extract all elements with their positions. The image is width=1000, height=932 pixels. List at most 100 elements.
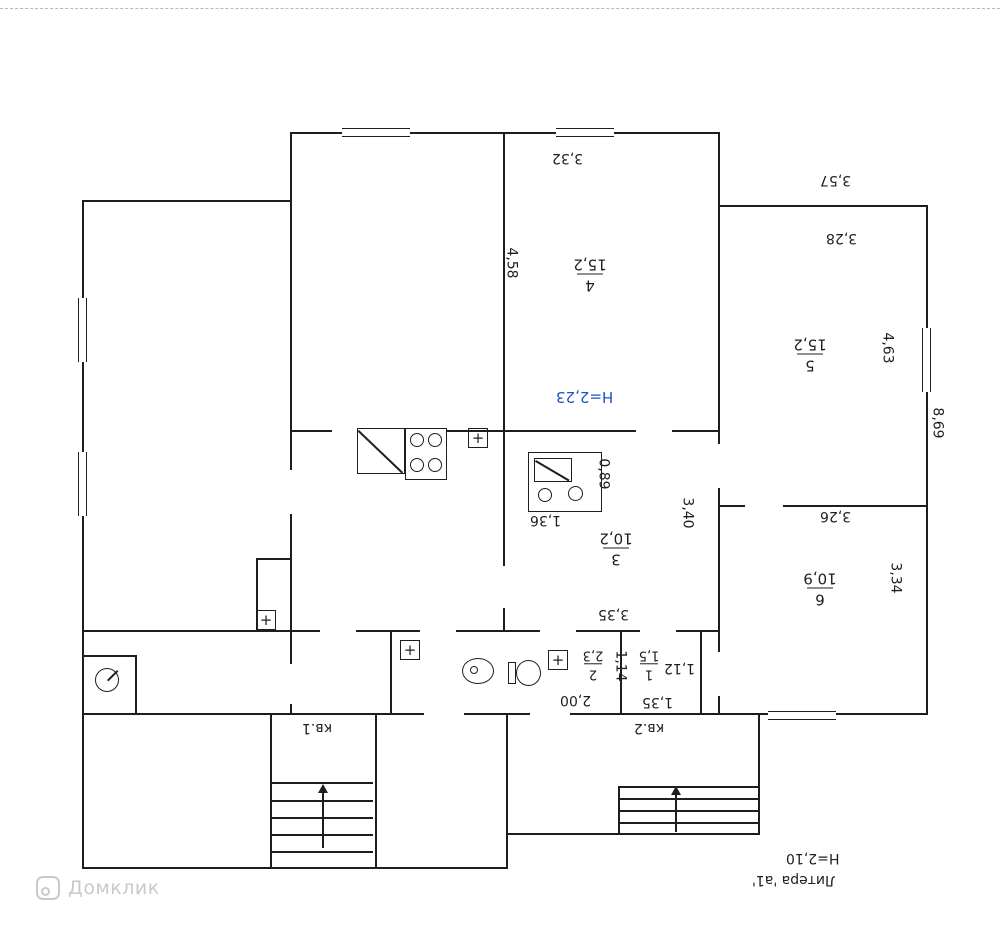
door-opening — [530, 711, 570, 717]
stairs-right-arrow — [675, 794, 677, 832]
dim-3-57: 3,57 — [820, 172, 852, 188]
toilet-icon — [516, 660, 541, 686]
fraction-bar — [807, 587, 833, 589]
wall-block-right — [718, 205, 928, 715]
door-opening — [540, 628, 576, 634]
door-opening — [715, 444, 723, 488]
vent-icon: + — [548, 650, 568, 670]
dim-2-00: 2,00 — [560, 692, 592, 708]
dim-3-35: 3,35 — [598, 606, 630, 622]
window — [556, 128, 614, 137]
dim-3-26: 3,26 — [820, 508, 852, 524]
stove-burner-icon — [410, 433, 424, 447]
room-area: 15,2 — [793, 335, 827, 354]
dim-3-40: 3,40 — [679, 497, 696, 529]
stairs-left-step — [272, 851, 373, 853]
room-number: 1 — [644, 666, 654, 682]
wall-kitchen-top — [290, 430, 720, 432]
window — [78, 452, 87, 516]
door-opening — [320, 628, 356, 634]
wall-corridor-top — [290, 630, 720, 632]
wall-room3-left — [503, 430, 505, 632]
fraction-bar — [640, 663, 658, 665]
stairs-right-arrowhead-icon — [671, 786, 681, 795]
room-number: 3 — [611, 550, 621, 569]
wall-block-left — [82, 200, 292, 715]
room-label-5: 5 15,2 — [788, 335, 832, 375]
toilet-tank-icon — [508, 662, 516, 684]
room-label-6: 6 10,9 — [798, 569, 842, 609]
dim-4-58: 4,58 — [503, 247, 520, 279]
washbasin-drain-icon — [470, 666, 478, 674]
door-opening — [501, 566, 507, 608]
room-area: 2,3 — [582, 647, 604, 663]
apartment-label-kv2: кв.2 — [634, 720, 665, 736]
ceiling-height-note: H=2,23 — [556, 388, 614, 406]
fraction-bar — [603, 547, 629, 549]
domclick-logo-dot — [41, 887, 50, 896]
vent-icon: + — [468, 428, 488, 448]
wall-boiler-room — [82, 655, 137, 715]
door-opening — [636, 429, 672, 434]
vent-plus: + — [471, 428, 485, 447]
fraction-bar — [797, 353, 823, 355]
dim-1-14: 1,14 — [612, 650, 629, 682]
door-opening — [424, 711, 464, 717]
wall-left-corridor — [82, 630, 292, 632]
window — [78, 298, 87, 362]
domclick-logo-icon — [36, 876, 60, 900]
wall-porch-right-stair-top — [618, 786, 758, 788]
stove-burner-icon — [428, 458, 442, 472]
door-opening — [287, 664, 294, 704]
wall-porch-left — [82, 713, 508, 869]
wall-room5-room6 — [718, 505, 928, 507]
wall-room1-left — [620, 630, 622, 715]
dim-1-36: 1,36 — [530, 512, 562, 528]
room-label-1: 1 1,5 — [634, 647, 664, 682]
watermark: Домклик — [36, 876, 160, 900]
window — [768, 711, 836, 720]
door-opening — [745, 503, 783, 509]
dim-3-34: 3,34 — [887, 562, 904, 594]
vent-plus: + — [551, 650, 565, 669]
stove-burner-icon — [410, 458, 424, 472]
room-number: 5 — [805, 356, 815, 375]
room-area: 10,2 — [599, 529, 633, 548]
dim-1-12: 1,12 — [664, 660, 696, 676]
room-area: 1,5 — [638, 647, 660, 663]
room-area: 10,9 — [803, 569, 837, 588]
litera-note: Литера 'а1' — [752, 872, 836, 888]
wall-porch-right-stair-edge — [618, 786, 620, 835]
stairs-right-step — [620, 810, 758, 812]
door-opening — [287, 470, 294, 514]
watermark-text: Домклик — [68, 877, 160, 899]
stairs-left-arrow — [322, 792, 324, 848]
kitchen-unit-basin — [538, 488, 552, 502]
vent-icon: + — [400, 640, 420, 660]
wall-porch-right — [506, 713, 760, 835]
dim-8-69: 8,69 — [929, 407, 946, 439]
vent-plus: + — [403, 640, 417, 659]
door-opening — [420, 628, 456, 634]
wall-bathroom-divider — [390, 630, 392, 715]
scan-dashed-line — [0, 8, 1000, 9]
door-opening — [332, 429, 368, 434]
dim-3-28: 3,28 — [826, 230, 858, 246]
wall-closet-h — [256, 558, 292, 560]
wall-porch-left-div2 — [375, 713, 377, 869]
kitchen-unit-basin — [568, 486, 583, 501]
room-number: 4 — [585, 276, 595, 295]
porch-height-note: H=2,10 — [786, 850, 840, 866]
stairs-left-arrowhead-icon — [318, 784, 328, 793]
fraction-bar — [577, 273, 603, 275]
stairs-left-step — [272, 782, 373, 784]
room-label-2: 2 2,3 — [578, 647, 608, 682]
window — [342, 128, 410, 137]
vent-icon: + — [256, 610, 276, 630]
room-label-3: 3 10,2 — [594, 529, 638, 569]
window — [922, 328, 931, 392]
wall-porch-left-div1 — [270, 713, 272, 869]
stairs-right-step — [620, 822, 758, 824]
dim-1-35: 1,35 — [642, 694, 674, 710]
